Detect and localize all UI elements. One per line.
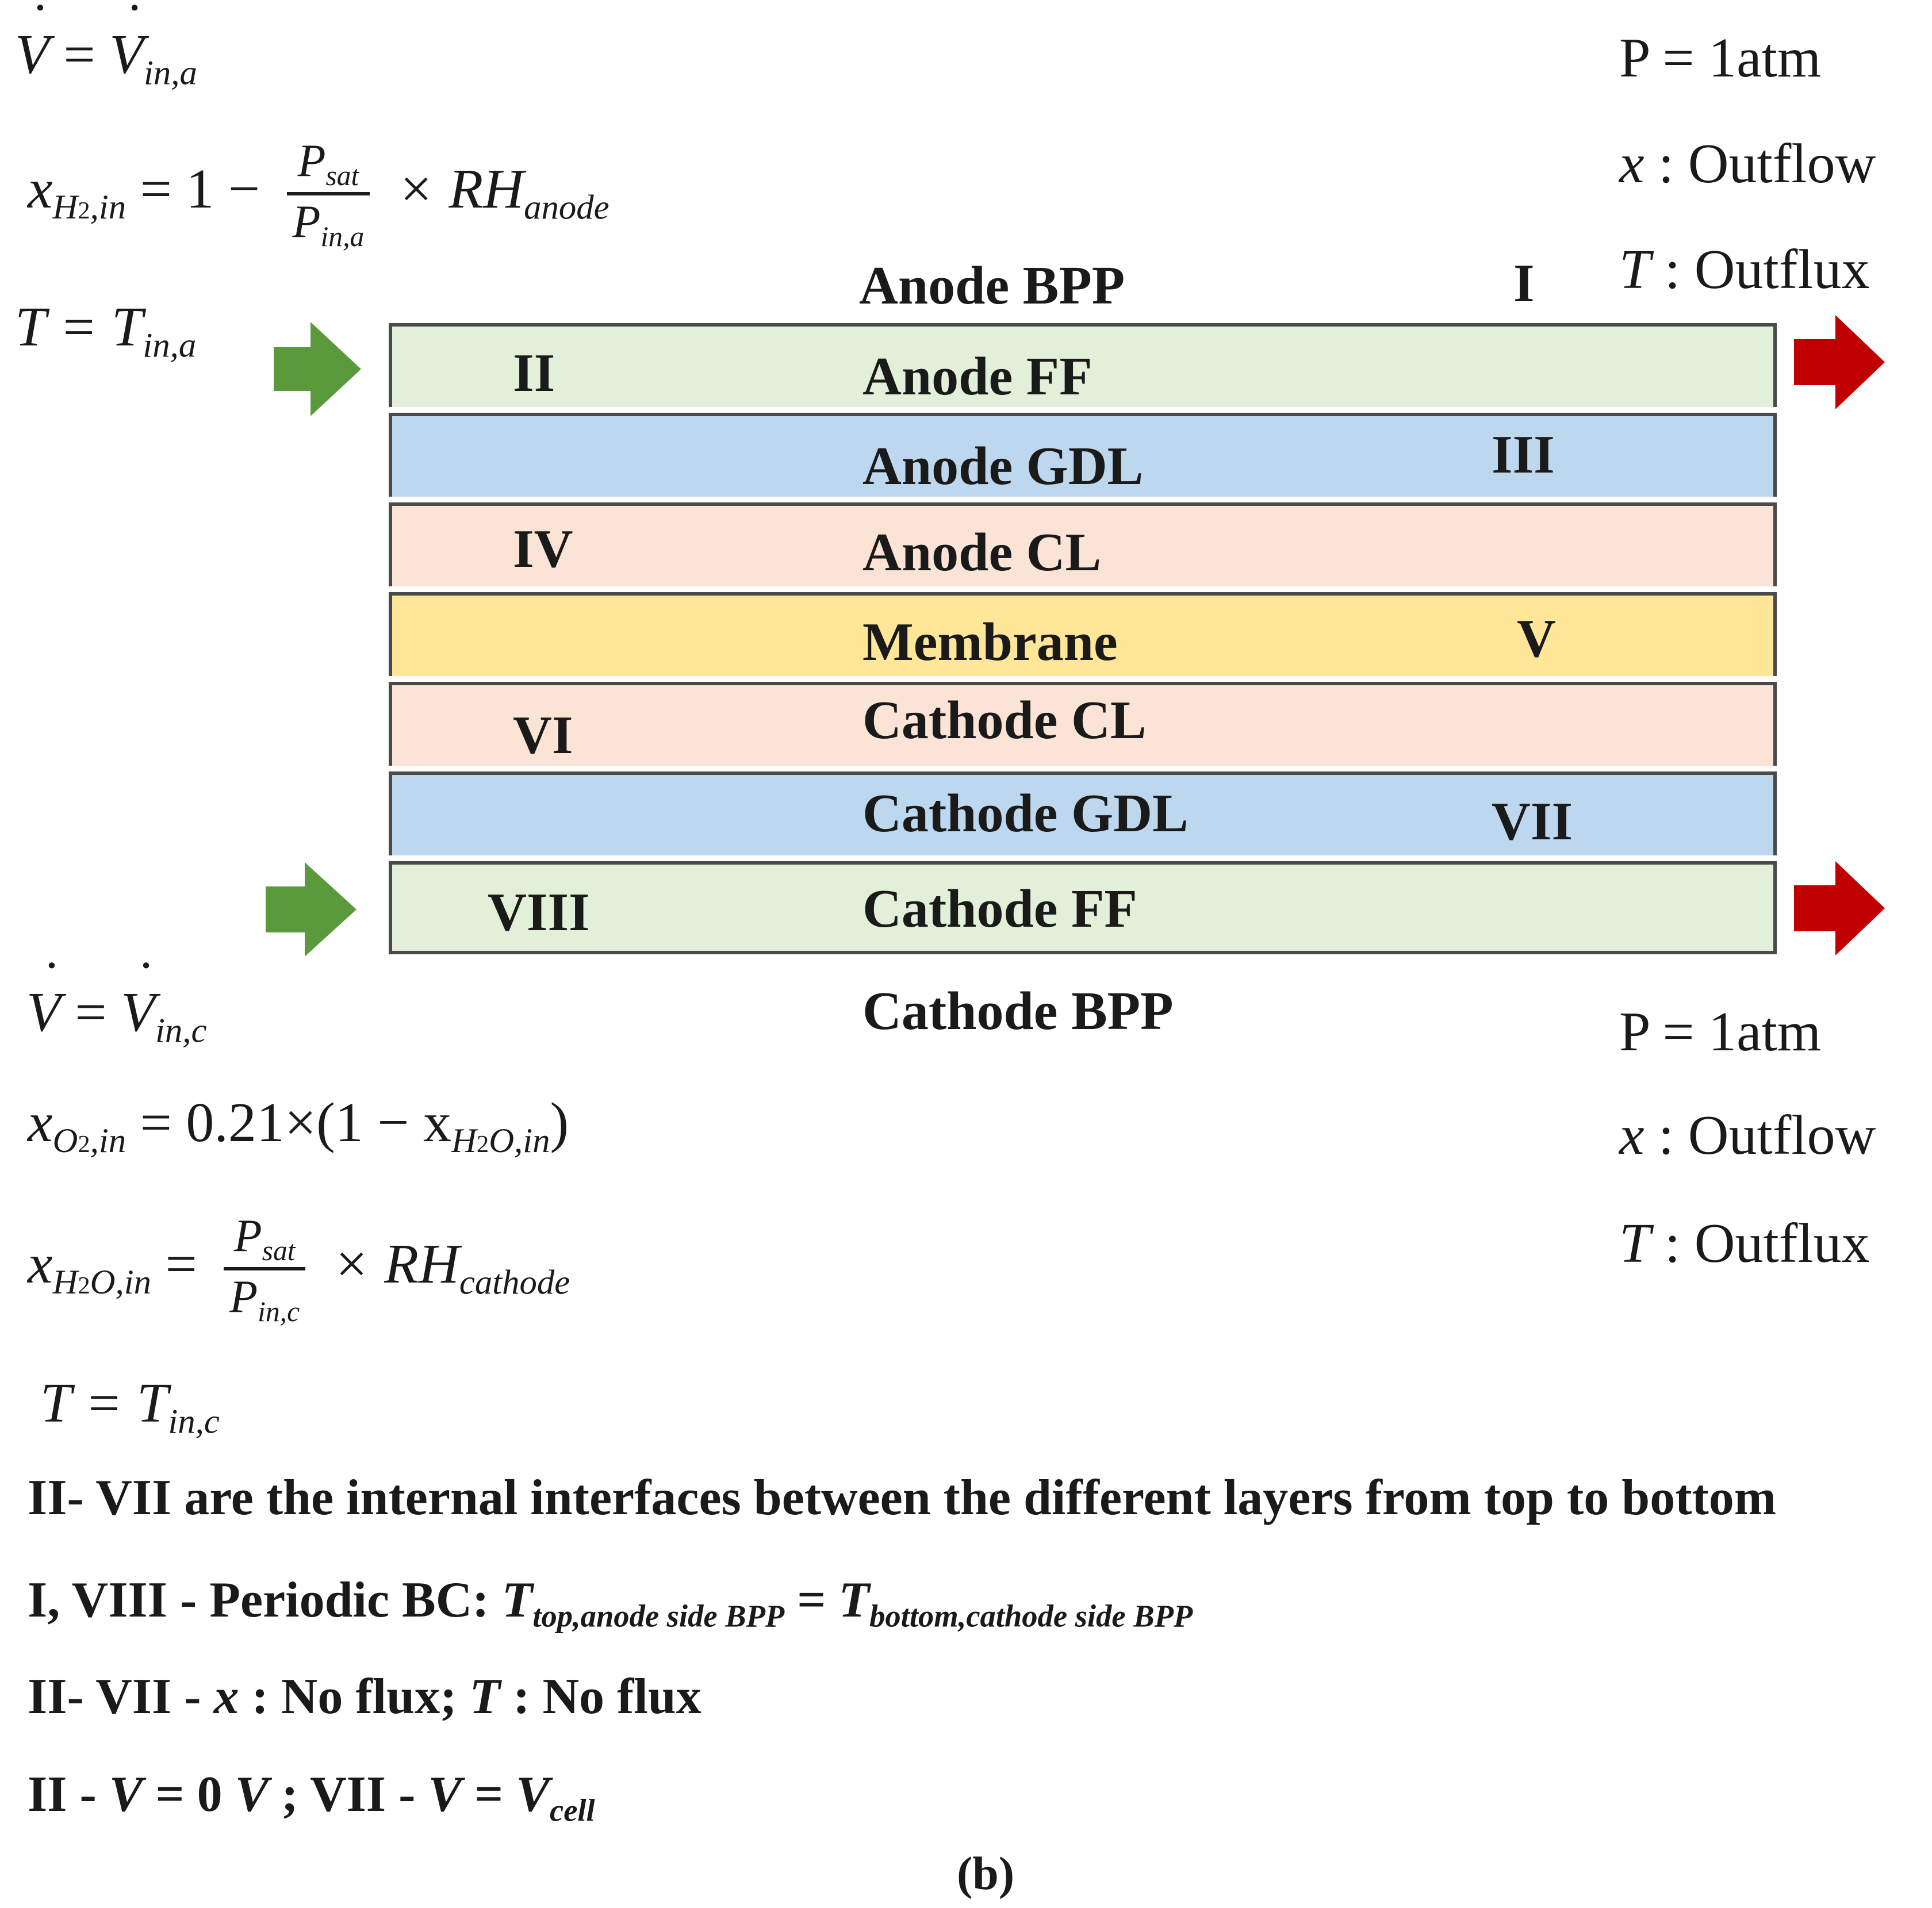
boundary-roman-i: I bbox=[1513, 254, 1535, 313]
layer-anode-ff: Anode FF II bbox=[389, 323, 1777, 407]
layer-cathode-ff: Cathode FF VIII bbox=[389, 861, 1777, 954]
note-periodic-bc: I, VIII - Periodic BC: Ttop,anode side B… bbox=[28, 1572, 1193, 1634]
anode-outlet-arrow bbox=[1794, 315, 1885, 409]
note-no-flux: II- VII - x : No flux; T : No flux bbox=[28, 1669, 702, 1725]
layer-roman: VII bbox=[1492, 792, 1573, 851]
anode-bpp-label: Anode BPP bbox=[859, 256, 1125, 316]
psat-over-pin-fraction: Psat Pin,a bbox=[286, 138, 370, 251]
anode-inlet-arrow bbox=[274, 322, 361, 416]
cathode-temperature-equation: T = Tin,c bbox=[40, 1372, 220, 1441]
layer-name: Cathode FF bbox=[862, 879, 1137, 939]
layer-roman: VIII bbox=[488, 882, 590, 942]
layer-name: Anode CL bbox=[862, 523, 1102, 582]
outlet-bottom-pressure: P = 1atm bbox=[1619, 1001, 1822, 1063]
layer-name: Cathode CL bbox=[862, 690, 1147, 750]
layer-roman: IV bbox=[513, 519, 573, 579]
psat-over-pin-fraction: Psat Pin,c bbox=[224, 1213, 306, 1326]
note-potential-bc: II - V = 0 V ; VII - V = Vcell bbox=[28, 1767, 595, 1828]
layer-anode-cl: Anode CL IV bbox=[389, 502, 1777, 586]
figure-caption: (b) bbox=[957, 1847, 1015, 1899]
cathode-inlet-arrow bbox=[266, 862, 356, 957]
note-interfaces: II- VII are the internal interfaces betw… bbox=[28, 1470, 1777, 1526]
layer-name: Anode FF bbox=[862, 347, 1092, 406]
layer-roman: III bbox=[1492, 425, 1555, 485]
layer-name: Cathode GDL bbox=[862, 784, 1189, 843]
outlet-bottom-temperature: T : Outflux bbox=[1619, 1212, 1870, 1274]
layer-name: Anode GDL bbox=[862, 436, 1144, 496]
cathode-h2o-fraction-equation: xH2O,in = Psat Pin,c × RHcathode bbox=[28, 1211, 570, 1328]
outlet-top-temperature: T : Outflux bbox=[1619, 239, 1870, 301]
layer-anode-gdl: Anode GDL III bbox=[389, 413, 1777, 497]
outlet-top-species: x : Outflow bbox=[1619, 133, 1876, 195]
outlet-top-pressure: P = 1atm bbox=[1619, 27, 1822, 89]
layer-membrane: Membrane V bbox=[389, 592, 1777, 676]
outlet-bottom-species: x : Outflow bbox=[1619, 1104, 1876, 1166]
layer-cathode-gdl: Cathode GDL VII bbox=[389, 771, 1777, 855]
layer-cathode-cl: Cathode CL VI bbox=[389, 682, 1777, 766]
cathode-outlet-arrow bbox=[1794, 861, 1885, 955]
cathode-o2-fraction-equation: xO2,in = 0.21×(1 − xH2O,in) bbox=[28, 1092, 569, 1161]
layer-roman: II bbox=[513, 343, 555, 403]
layer-roman: V bbox=[1517, 609, 1556, 669]
anode-temperature-equation: T = Tin,a bbox=[15, 296, 197, 365]
layer-name: Membrane bbox=[862, 612, 1118, 672]
cathode-bpp-label: Cathode BPP bbox=[862, 981, 1174, 1041]
anode-h2-fraction-equation: xH2,in = 1 − Psat Pin,a × RHanode bbox=[28, 136, 610, 253]
layer-roman: VI bbox=[513, 705, 573, 765]
cathode-flow-equation: V = Vin,c bbox=[26, 953, 206, 1049]
anode-flow-equation: V = Vin,a bbox=[15, 0, 197, 91]
